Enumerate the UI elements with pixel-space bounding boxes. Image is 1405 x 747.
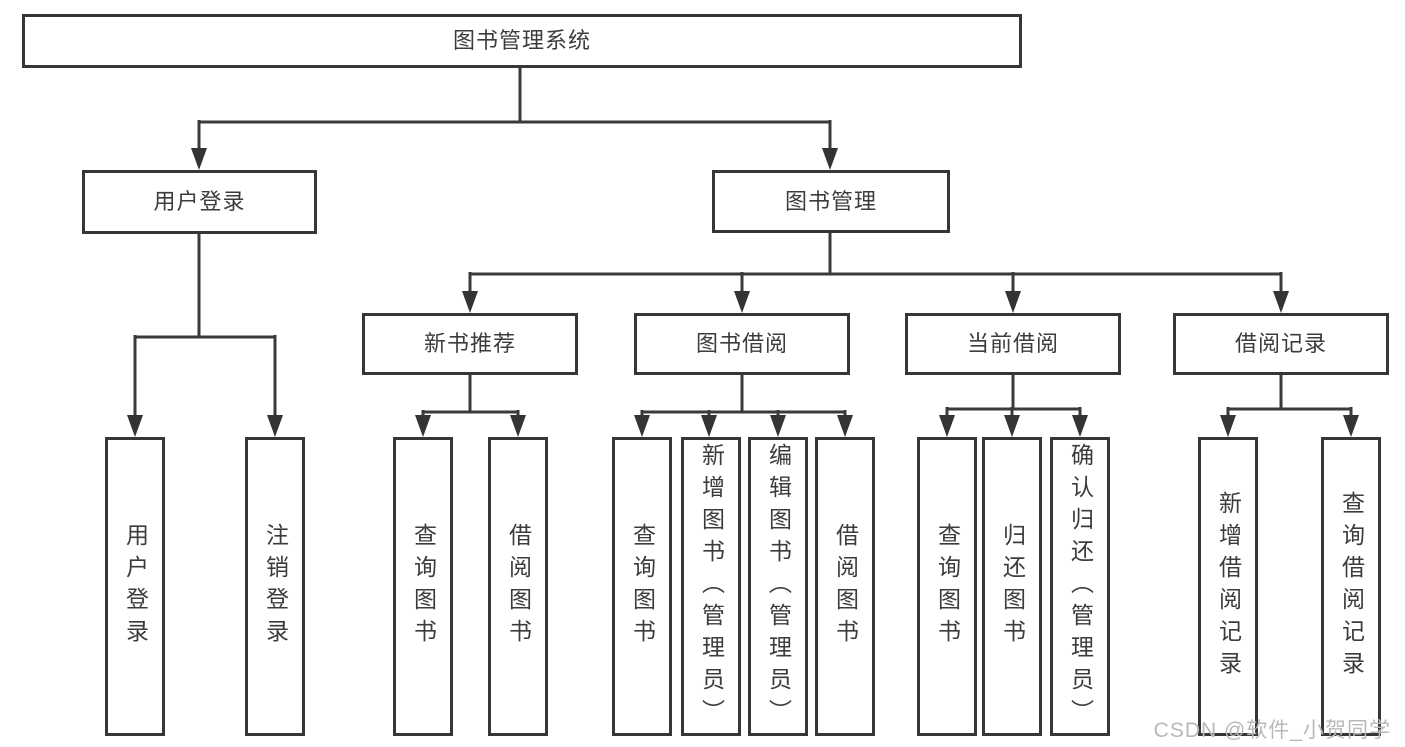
node-borrowing-records: 借阅记录 xyxy=(1173,313,1389,375)
leaf-borrowing-edit-books-admin: 编辑图书（管理员） xyxy=(748,437,808,736)
leaf-records-add-borrow-record: 新增借阅记录 xyxy=(1198,437,1258,736)
leaf-current-return-books: 归还图书 xyxy=(982,437,1042,736)
leaf-current-confirm-return-admin: 确认归还（管理员） xyxy=(1050,437,1110,736)
leaf-recommend-borrow-books: 借阅图书 xyxy=(488,437,548,736)
node-library-management-system: 图书管理系统 xyxy=(22,14,1022,68)
leaf-borrowing-add-books-admin: 新增图书（管理员） xyxy=(681,437,741,736)
leaf-borrowing-query-books: 查询图书 xyxy=(612,437,672,736)
leaf-current-query-books: 查询图书 xyxy=(917,437,977,736)
csdn-watermark: CSDN @软件_小贺同学 xyxy=(1153,719,1391,742)
node-new-book-recommendation: 新书推荐 xyxy=(362,313,578,375)
leaf-records-query-borrow-record: 查询借阅记录 xyxy=(1321,437,1381,736)
leaf-user-login: 用户登录 xyxy=(105,437,165,736)
leaf-logout: 注销登录 xyxy=(245,437,305,736)
node-book-management: 图书管理 xyxy=(712,170,950,233)
node-user-login-branch: 用户登录 xyxy=(82,170,317,234)
leaf-borrowing-borrow-books: 借阅图书 xyxy=(815,437,875,736)
leaf-recommend-query-books: 查询图书 xyxy=(393,437,453,736)
node-book-borrowing: 图书借阅 xyxy=(634,313,850,375)
node-current-borrowing: 当前借阅 xyxy=(905,313,1121,375)
